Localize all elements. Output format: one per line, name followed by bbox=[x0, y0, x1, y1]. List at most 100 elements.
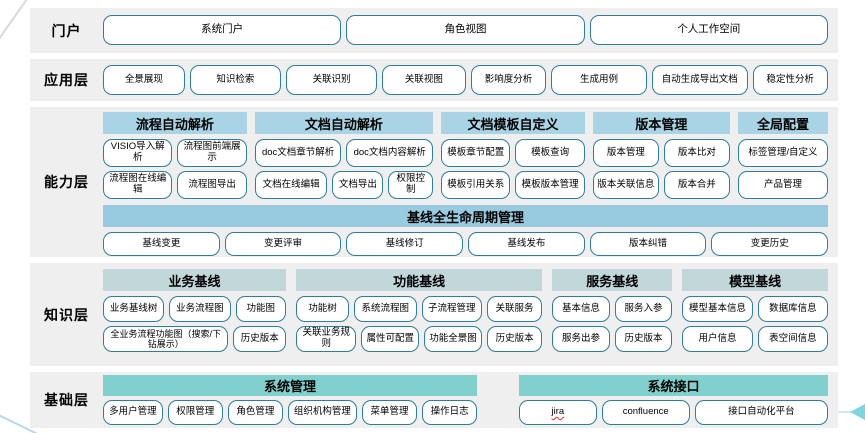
capability-group: 全局配置 标签管理/自定义 产品管理 bbox=[737, 112, 828, 199]
knowledge-box: 历史版本 bbox=[233, 326, 287, 352]
application-layer-label: 应用层 bbox=[44, 72, 89, 88]
top-left-corner-line bbox=[0, 0, 31, 44]
capability-box: 模板章节配置 bbox=[441, 139, 511, 167]
foundation-box: 权限管理 bbox=[167, 400, 223, 425]
knowledge-group: 模型基线 模型基本信息 数据库信息 用户信息 表空间信息 bbox=[682, 269, 828, 352]
foundation-box: 接口自动化平台 bbox=[694, 400, 828, 425]
knowledge-box: 业务流程图 bbox=[169, 296, 231, 322]
knowledge-box: 功能全景图 bbox=[424, 326, 482, 352]
capability-box: VISIO导入解析 bbox=[103, 139, 173, 167]
capability-box: 文档导出 bbox=[332, 171, 384, 199]
capability-box: 版本合并 bbox=[663, 171, 730, 199]
capability-box: 模板引用关系 bbox=[441, 171, 511, 199]
baseline-box: 变更评审 bbox=[224, 232, 342, 256]
knowledge-box: 用户信息 bbox=[682, 326, 753, 352]
connector-line bbox=[833, 411, 861, 413]
capability-group-title: 流程自动解析 bbox=[103, 112, 247, 134]
capability-group: 文档模板自定义 模板章节配置 模板查询 模板引用关系 模板版本管理 bbox=[441, 112, 585, 199]
capability-box: 产品管理 bbox=[737, 171, 828, 199]
left-arrow-icon bbox=[850, 404, 865, 420]
knowledge-box: 历史版本 bbox=[486, 326, 543, 352]
knowledge-box: 功能树 bbox=[296, 296, 349, 322]
application-box: 自动生成导出文档 bbox=[651, 65, 748, 95]
foundation-layer-band: 基础层 系统管理 多用户管理 权限管理 角色管理 组织机构管理 菜单管理 操作日… bbox=[30, 372, 838, 428]
foundation-box: 菜单管理 bbox=[362, 400, 418, 425]
knowledge-box: 基本信息 bbox=[552, 296, 610, 322]
foundation-layer-label: 基础层 bbox=[44, 392, 89, 408]
knowledge-group: 业务基线 业务基线树 业务流程图 功能图 全业务流程功能图（搜索/下钻展示） 历… bbox=[103, 269, 287, 352]
capability-box: 版本管理 bbox=[592, 139, 659, 167]
application-box: 全景展现 bbox=[103, 65, 185, 95]
knowledge-group-title: 业务基线 bbox=[103, 269, 287, 291]
baseline-lifecycle-title: 基线全生命周期管理 bbox=[103, 205, 828, 227]
application-box: 知识检索 bbox=[189, 65, 281, 95]
baseline-box: 基线变更 bbox=[103, 232, 220, 256]
foundation-box: 组织机构管理 bbox=[287, 400, 357, 425]
portal-box: 系统门户 bbox=[103, 15, 342, 45]
capability-box: 模板版本管理 bbox=[515, 171, 585, 199]
capability-layer-label: 能力层 bbox=[44, 174, 89, 190]
capability-group: 版本管理 版本管理 版本比对 版本关联信息 版本合并 bbox=[592, 112, 730, 199]
application-box: 稳定性分析 bbox=[752, 65, 828, 95]
capability-group-title: 文档模板自定义 bbox=[441, 112, 585, 134]
knowledge-box: 属性可配置 bbox=[361, 326, 420, 352]
baseline-box: 基线修订 bbox=[346, 232, 464, 256]
knowledge-layer-label: 知识层 bbox=[44, 306, 89, 323]
foundation-box-jira: jira bbox=[519, 400, 597, 425]
portal-layer-label: 门户 bbox=[51, 22, 82, 39]
knowledge-box: 模型基本信息 bbox=[682, 296, 753, 322]
knowledge-box: 服务出参 bbox=[552, 326, 610, 352]
jira-label: jira bbox=[551, 406, 565, 418]
knowledge-group: 功能基线 功能树 系统流程图 子流程管理 关联服务 关联业务规则 属性可配置 功… bbox=[296, 269, 543, 352]
capability-group-title: 全局配置 bbox=[737, 112, 828, 134]
capability-group: 流程自动解析 VISIO导入解析 流程图前端展示 流程图在线编辑 流程图导出 bbox=[103, 112, 247, 199]
capability-box: 标签管理/自定义 bbox=[737, 139, 828, 167]
portal-layer-band: 门户 系统门户 角色视图 个人工作空间 bbox=[30, 8, 838, 53]
knowledge-box: 全业务流程功能图（搜索/下钻展示） bbox=[103, 326, 229, 352]
capability-group: 文档自动解析 doc文档章节解析 doc文档内容解析 文档在线编辑 文档导出 权… bbox=[254, 112, 434, 199]
capability-group-title: 文档自动解析 bbox=[254, 112, 434, 134]
knowledge-box: 历史版本 bbox=[614, 326, 673, 352]
application-box: 生成用例 bbox=[551, 65, 647, 95]
capability-box: 权限控制 bbox=[388, 171, 434, 199]
foundation-group-title: 系统管理 bbox=[103, 375, 478, 396]
application-box: 关联视图 bbox=[382, 65, 466, 95]
foundation-group: 系统管理 多用户管理 权限管理 角色管理 组织机构管理 菜单管理 操作日志 bbox=[103, 375, 478, 425]
knowledge-box: 业务基线树 bbox=[103, 296, 165, 322]
capability-box: 模板查询 bbox=[515, 139, 585, 167]
capability-box: 版本关联信息 bbox=[592, 171, 659, 199]
knowledge-box: 关联业务规则 bbox=[296, 326, 357, 352]
capability-box: 文档在线编辑 bbox=[254, 171, 328, 199]
portal-box: 角色视图 bbox=[346, 15, 585, 45]
foundation-group: 系统接口 jira confluence 接口自动化平台 bbox=[519, 375, 828, 425]
foundation-box: confluence bbox=[601, 400, 690, 425]
foundation-box: 角色管理 bbox=[227, 400, 283, 425]
capability-box: 流程图导出 bbox=[177, 171, 247, 199]
capability-box: 流程图在线编辑 bbox=[103, 171, 173, 199]
baseline-box: 版本纠错 bbox=[589, 232, 707, 256]
knowledge-box: 功能图 bbox=[235, 296, 287, 322]
knowledge-box: 服务入参 bbox=[614, 296, 673, 322]
baseline-box: 基线发布 bbox=[468, 232, 585, 256]
capability-box: doc文档内容解析 bbox=[346, 139, 434, 167]
capability-box: 流程图前端展示 bbox=[177, 139, 247, 167]
foundation-box: 多用户管理 bbox=[103, 400, 163, 425]
knowledge-layer-band: 知识层 业务基线 业务基线树 业务流程图 功能图 全业务流程功能图（搜索/下钻展… bbox=[30, 263, 838, 366]
knowledge-box: 表空间信息 bbox=[757, 326, 828, 352]
knowledge-box: 关联服务 bbox=[486, 296, 543, 322]
application-layer-band: 应用层 全景展现 知识检索 关联识别 关联视图 影响度分析 生成用例 自动生成导… bbox=[30, 59, 838, 101]
foundation-box: 操作日志 bbox=[422, 400, 478, 425]
knowledge-box: 数据库信息 bbox=[757, 296, 828, 322]
knowledge-group-title: 服务基线 bbox=[552, 269, 673, 291]
knowledge-box: 子流程管理 bbox=[421, 296, 482, 322]
portal-box: 个人工作空间 bbox=[589, 15, 828, 45]
baseline-box: 变更历史 bbox=[711, 232, 829, 256]
capability-box: doc文档章节解析 bbox=[254, 139, 342, 167]
knowledge-group: 服务基线 基本信息 服务入参 服务出参 历史版本 bbox=[552, 269, 673, 352]
foundation-group-title: 系统接口 bbox=[519, 375, 828, 396]
capability-group-title: 版本管理 bbox=[592, 112, 730, 134]
capability-layer-band: 能力层 流程自动解析 VISIO导入解析 流程图前端展示 流程图在线编辑 流程图… bbox=[30, 107, 838, 257]
knowledge-box: 系统流程图 bbox=[353, 296, 417, 322]
knowledge-group-title: 功能基线 bbox=[296, 269, 543, 291]
